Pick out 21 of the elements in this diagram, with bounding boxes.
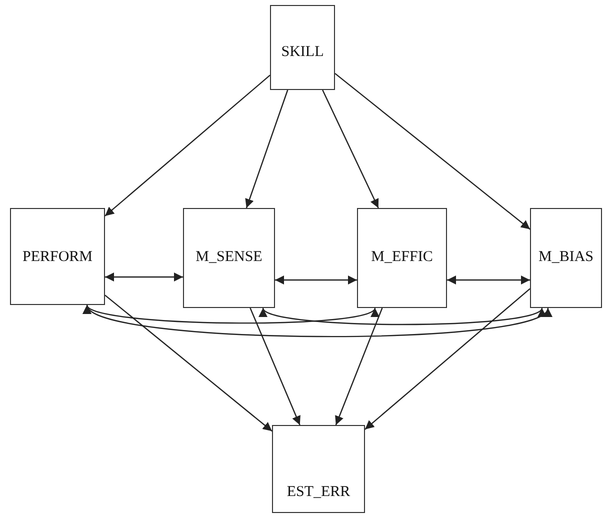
double-headed-arrow <box>275 276 357 284</box>
variable-box <box>272 425 365 513</box>
variable-label: EST_ERR <box>286 484 350 502</box>
variable-label: M_EFFIC <box>371 249 433 267</box>
arrow <box>335 308 383 426</box>
double-headed-arrow <box>447 276 530 284</box>
variable-box <box>530 208 602 308</box>
variable-box <box>10 208 105 305</box>
variable-box <box>183 208 275 308</box>
variable-label: M_SENSE <box>196 249 262 267</box>
variable-label: SKILL <box>281 44 324 62</box>
arrow <box>250 308 300 426</box>
variable-label: M_BIAS <box>538 249 594 267</box>
variable-box <box>357 208 447 308</box>
variable-box <box>270 5 335 90</box>
arrow <box>334 73 530 230</box>
arrow <box>322 90 379 208</box>
arrow <box>245 90 288 208</box>
variable-label: PERFORM <box>22 249 93 267</box>
arrow <box>104 74 270 216</box>
double-headed-arrow <box>105 272 183 282</box>
